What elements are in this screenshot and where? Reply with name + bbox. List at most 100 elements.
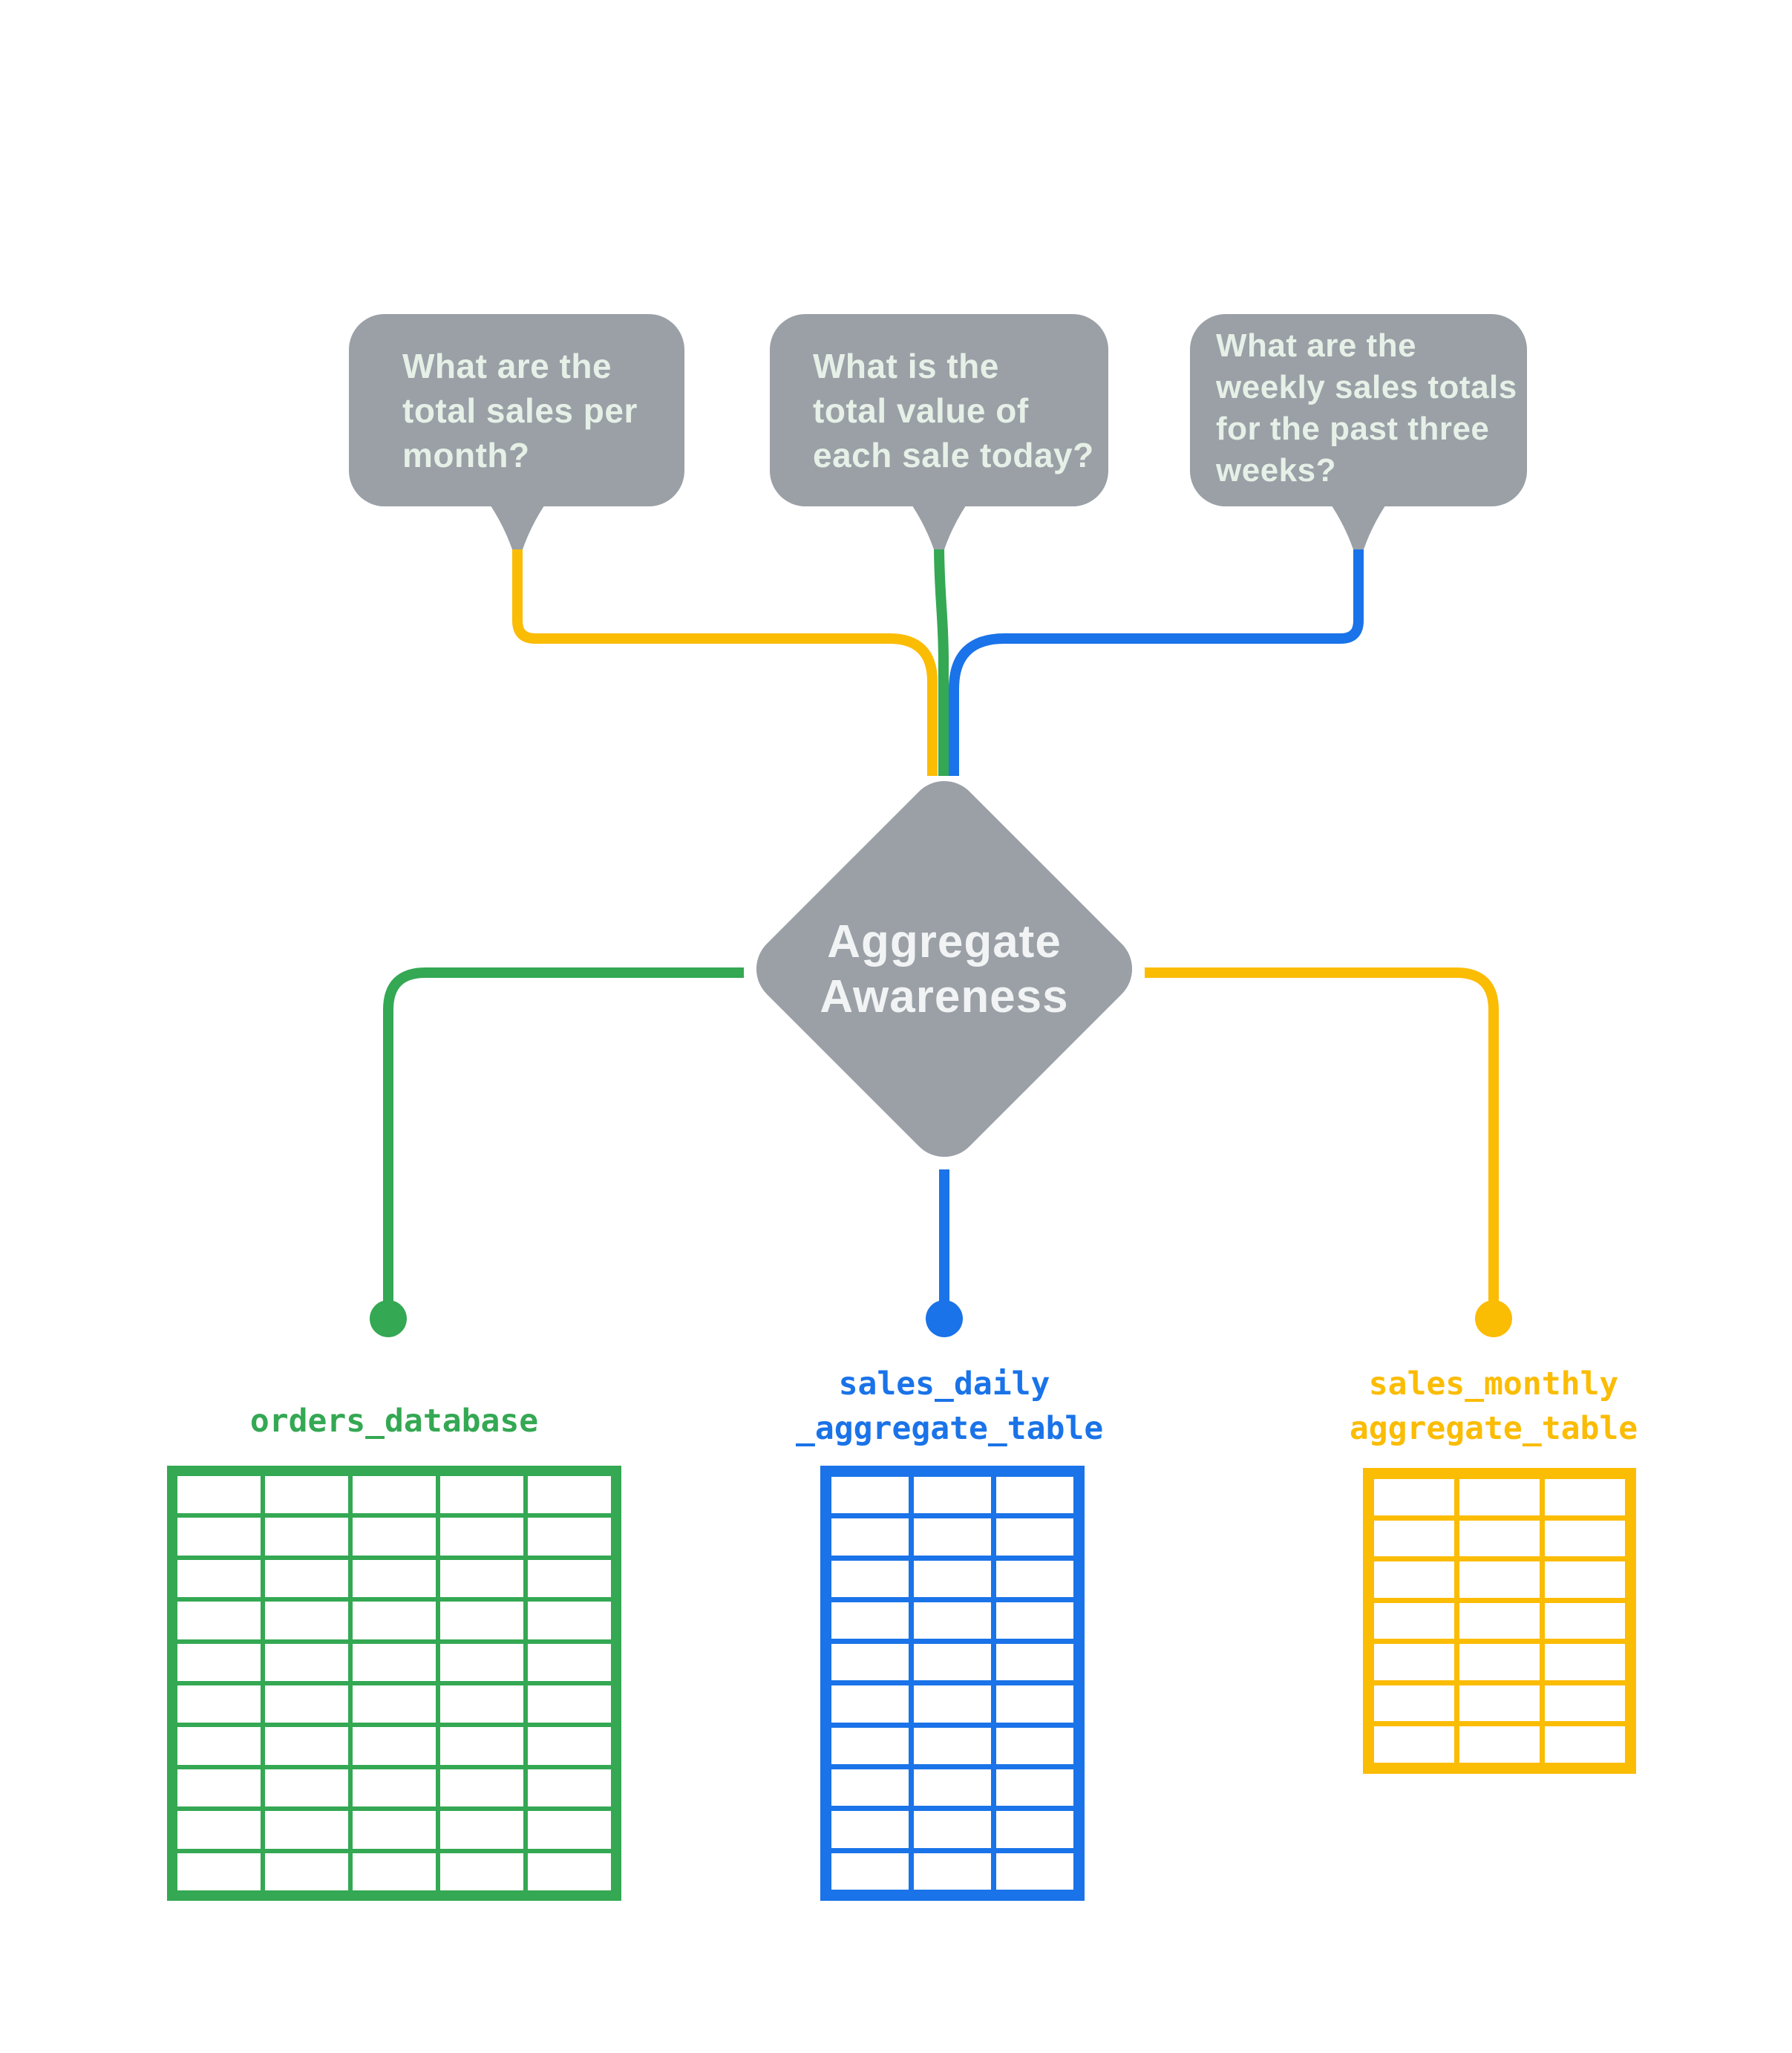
table-cell <box>996 1727 1073 1765</box>
bubble-line: weekly sales totals <box>1216 369 1517 405</box>
daily-aggregate-endpoint-dot <box>926 1300 963 1337</box>
connector-daily-question-line <box>934 544 949 776</box>
table-cell <box>353 1602 436 1639</box>
table-cell <box>996 1560 1073 1597</box>
table-cell <box>528 1559 611 1598</box>
table-cell <box>177 1602 261 1639</box>
table-cell <box>528 1518 611 1556</box>
table-cell <box>353 1811 436 1849</box>
table-cell <box>1374 1520 1454 1557</box>
table-cell <box>914 1685 991 1723</box>
connector-orders-database-line <box>383 967 744 1301</box>
table-cell <box>353 1685 436 1723</box>
table-cell <box>996 1477 1073 1514</box>
table-label-sales-monthly-aggregate: sales_monthly aggregate_table <box>1345 1362 1642 1451</box>
table-cell <box>528 1853 611 1890</box>
aggregate-awareness-diamond <box>756 780 1133 1158</box>
bubble-line: month? <box>402 436 530 474</box>
table-cell <box>528 1727 611 1765</box>
table-cell <box>265 1559 348 1598</box>
table-cell <box>1459 1479 1540 1515</box>
connector-weekly-question-line <box>949 544 1364 776</box>
table-cell <box>265 1685 348 1723</box>
table-cell <box>914 1727 991 1765</box>
table-cell <box>914 1560 991 1597</box>
table-cell <box>996 1769 1073 1806</box>
table-cell <box>831 1769 909 1806</box>
speech-bubble-weekly-text: What are the weekly sales totals for the… <box>1216 325 1520 492</box>
table-cell <box>996 1811 1073 1848</box>
speech-bubble-monthly-tail <box>482 493 553 549</box>
table-cell <box>265 1476 348 1514</box>
table-cell <box>831 1811 909 1848</box>
table-cell <box>1459 1520 1540 1557</box>
table-cell <box>914 1518 991 1556</box>
table-cell <box>528 1811 611 1849</box>
table-cell <box>831 1685 909 1723</box>
table-cell <box>831 1727 909 1765</box>
table-label-line: sales_daily <box>838 1365 1050 1403</box>
table-cell <box>831 1644 909 1681</box>
table-cell <box>914 1769 991 1806</box>
table-cell <box>177 1559 261 1598</box>
table-cell <box>353 1518 436 1556</box>
table-cell <box>440 1643 523 1681</box>
table-cell <box>1545 1479 1625 1515</box>
table-cell <box>914 1853 991 1890</box>
table-cell <box>1459 1602 1540 1639</box>
bubble-line: weeks? <box>1216 452 1336 489</box>
table-cell <box>528 1476 611 1514</box>
table-cell <box>177 1769 261 1807</box>
table-cell <box>1459 1726 1540 1763</box>
table-label-orders-database: orders_database <box>167 1399 621 1443</box>
table-cell <box>1374 1644 1454 1680</box>
speech-bubble-daily <box>770 314 1108 549</box>
table-cell <box>1374 1561 1454 1598</box>
table-cell <box>353 1643 436 1681</box>
bubble-line: What are the <box>1216 327 1417 364</box>
table-cell <box>265 1727 348 1765</box>
table-cell <box>914 1644 991 1681</box>
table-cell <box>831 1477 909 1514</box>
bubble-line: What is the <box>813 347 999 385</box>
table-cell <box>1545 1561 1625 1598</box>
table-cell <box>177 1853 261 1890</box>
table-label-line: aggregate_table <box>1349 1410 1638 1447</box>
table-cell <box>177 1643 261 1681</box>
table-cell <box>996 1518 1073 1556</box>
table-cell <box>1459 1685 1540 1722</box>
table-cell <box>914 1477 991 1514</box>
bubble-line: total sales per <box>402 391 638 430</box>
table-cell <box>440 1853 523 1890</box>
table-cell <box>177 1476 261 1514</box>
speech-bubble-daily-tail <box>903 493 975 549</box>
table-cell <box>831 1602 909 1639</box>
speech-bubble-daily-text: What is the total value of each sale tod… <box>813 344 1095 477</box>
table-cell <box>265 1853 348 1890</box>
table-cell <box>177 1811 261 1849</box>
table-sales-monthly-aggregate <box>1363 1468 1636 1774</box>
diamond-title-line: Aggregate <box>827 916 1062 967</box>
table-cell <box>1374 1479 1454 1515</box>
table-label-sales-daily-aggregate: sales_daily _aggregate_table <box>796 1362 1104 1451</box>
table-label-line: orders_database <box>249 1403 539 1440</box>
table-cell <box>528 1769 611 1807</box>
table-cell <box>1374 1685 1454 1722</box>
table-label-line: _aggregate_table <box>796 1410 1104 1447</box>
table-cell <box>353 1476 436 1514</box>
table-cell <box>440 1559 523 1598</box>
table-cell <box>265 1602 348 1639</box>
table-cell <box>353 1559 436 1598</box>
bubble-line: each sale today? <box>813 436 1094 474</box>
diamond-title: Aggregate Awareness <box>759 915 1130 1025</box>
table-cell <box>177 1727 261 1765</box>
table-cell <box>528 1685 611 1723</box>
speech-bubble-monthly <box>349 314 684 549</box>
table-cell <box>831 1560 909 1597</box>
bubble-line: for the past three <box>1216 411 1490 447</box>
table-cell <box>996 1853 1073 1890</box>
table-label-line: sales_monthly <box>1368 1365 1619 1403</box>
table-cell <box>1374 1602 1454 1639</box>
table-cell <box>440 1476 523 1514</box>
table-cell <box>440 1811 523 1849</box>
